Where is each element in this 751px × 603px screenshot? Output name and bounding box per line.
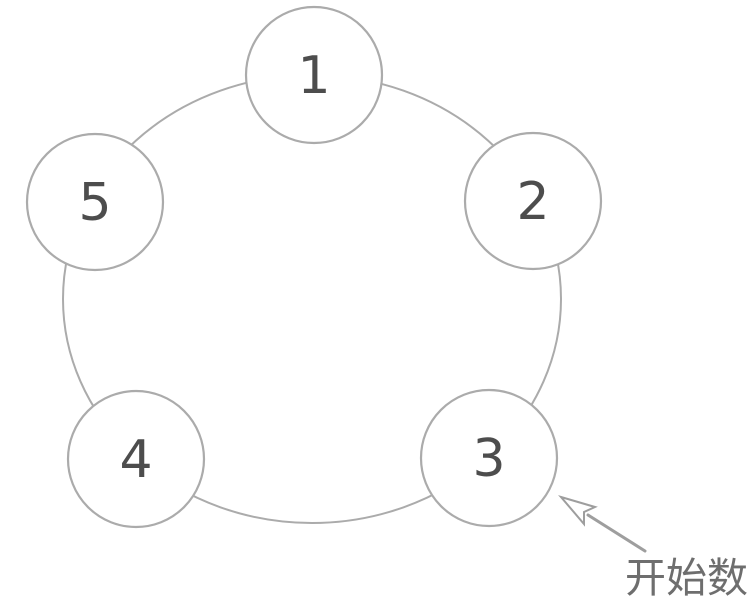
start-arrow (558, 495, 647, 553)
node-label: 4 (119, 430, 152, 490)
start-label: 开始数 (625, 554, 748, 602)
node-circle (244, 5, 384, 145)
node-3: 3 (419, 388, 559, 528)
arrowhead-icon (558, 495, 598, 527)
arrow-line (586, 513, 647, 553)
node-circle (463, 131, 603, 271)
node-circle (419, 388, 559, 528)
node-1: 1 (244, 5, 384, 145)
node-label: 5 (78, 173, 111, 233)
node-5: 5 (25, 132, 165, 272)
node-4: 4 (66, 389, 206, 529)
node-label: 3 (472, 429, 505, 489)
node-2: 2 (463, 131, 603, 271)
node-circle (25, 132, 165, 272)
node-circle (66, 389, 206, 529)
node-label: 1 (297, 46, 330, 106)
node-label: 2 (516, 172, 549, 232)
